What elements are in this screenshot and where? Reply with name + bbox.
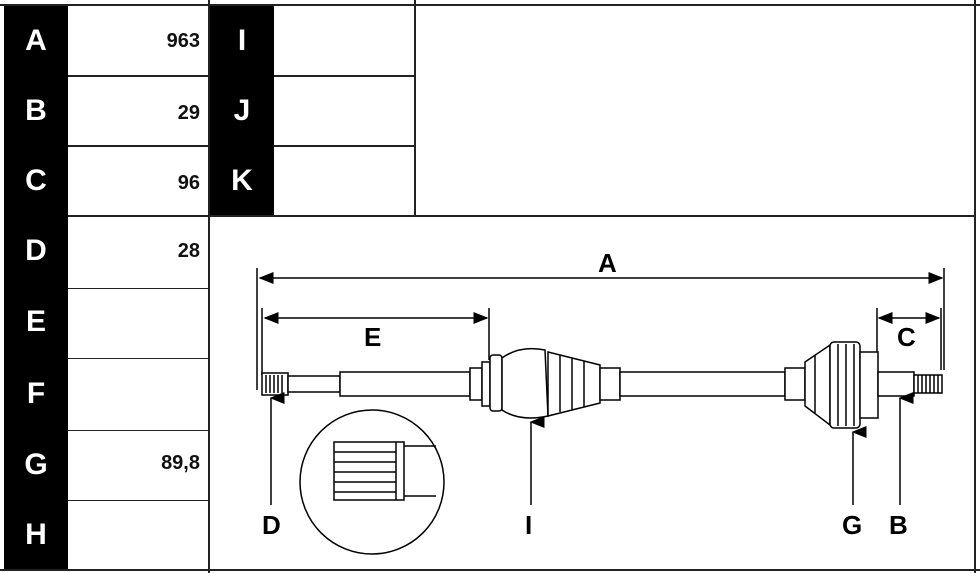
bottom-border [0,569,980,571]
row-value-c: 96 [177,172,200,194]
row-letter-e: E [4,286,68,358]
label-e: E [364,322,381,352]
row-letter-f: F [4,358,68,430]
row-letter-j: J [210,76,274,146]
label-b: B [889,510,908,540]
right-border [974,0,976,573]
dimension-e [261,308,490,375]
row-letter-k: K [210,146,274,216]
label-c: C [897,322,916,352]
row-letter-h: H [4,500,68,569]
row-letter-b: B [4,76,68,146]
label-a: A [598,248,617,278]
shaft-body [261,341,943,429]
row-value-a: 963 [166,30,200,52]
row-letter-g: G [4,430,68,500]
row-value-g: 89,8 [161,452,200,474]
top-border [0,4,980,6]
row-letter-d: D [4,216,68,286]
row-letter-a: A [4,6,68,76]
spline-detail-circle [299,409,445,555]
label-i: I [525,510,532,540]
row-letter-i: I [210,6,274,76]
row-letter-c: C [4,146,68,216]
row-value-d: 28 [177,240,200,262]
label-g: G [842,510,862,540]
row-value-b: 29 [177,102,200,124]
dimension-a [256,268,945,390]
label-d: D [262,510,281,540]
